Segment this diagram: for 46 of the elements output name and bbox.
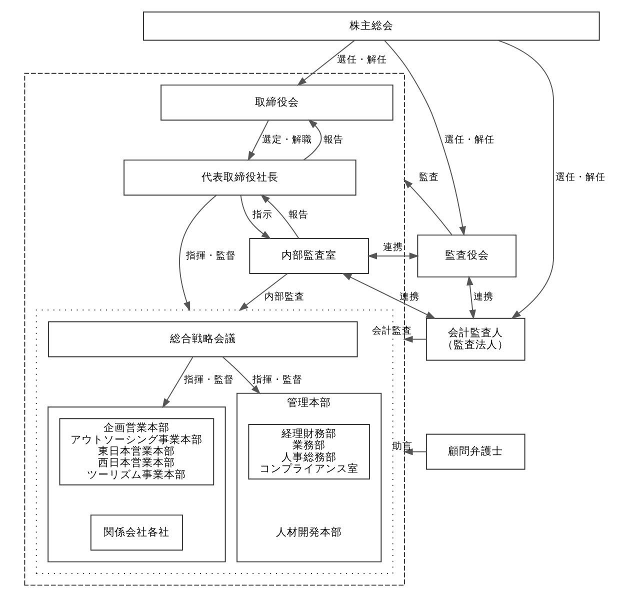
edge-label: 内部監査 [264,291,304,302]
node-box: 顧問弁護士 [425,434,525,470]
arrow [366,252,419,260]
edge-label: 監査 [418,172,438,184]
arrow [222,356,260,394]
edge-label: 連携 [398,291,419,302]
cluster [47,406,226,562]
arrow [260,194,299,239]
arrow [384,40,466,236]
arrow [403,178,452,236]
node-box: 企画営業本部 アウトソーシング事業本部 東日本営業本部 西日本営業本部 ツーリズム事業本部 [58,418,214,486]
arrow [178,194,216,312]
edge-label: 連携 [472,291,493,302]
edge-label: 助言 [392,440,412,452]
node-box: 会計監査人 （監査法人） [425,318,525,361]
arrow [162,356,193,408]
edge-label: 選任・解任 [336,54,387,66]
arrow [466,276,476,320]
node-box: 株主総会 [142,12,600,41]
arrow [302,119,322,160]
arrow [247,120,269,162]
arrow [240,194,271,240]
edge-label: 選任・解任 [444,134,494,146]
arrow [296,40,354,86]
edge-label: 指揮・監督 [186,250,236,262]
edge-label: 報告 [322,134,343,146]
edge-label: 指揮・監督 [252,374,302,386]
edge-label: 指揮・監督 [184,374,234,386]
edge-label: 選定・解職 [262,134,312,146]
edge-label: 指示 [252,210,272,221]
edge-label: 連携 [382,242,403,254]
arrow [496,40,554,319]
node-box: 代表取締役社長 [123,160,356,196]
arrow [238,273,288,311]
node-box: 内部監査室 [248,238,368,274]
node-box: 監査役会 [416,234,516,278]
edge-label: 会計監査 [371,325,412,336]
arrow [341,272,436,319]
node-box: 経理財務部 業務部 人事総務部 コンプライアンス室 [248,424,370,480]
edge-label: 報告 [288,210,308,221]
node-box: 関係会社各社 [90,514,182,551]
arrow [402,336,426,343]
node-box: 総合戦略会議 [48,321,358,358]
edge-label: 選任・解任 [554,172,605,184]
node-box: 取締役会 [160,84,393,121]
arrow [402,448,426,456]
